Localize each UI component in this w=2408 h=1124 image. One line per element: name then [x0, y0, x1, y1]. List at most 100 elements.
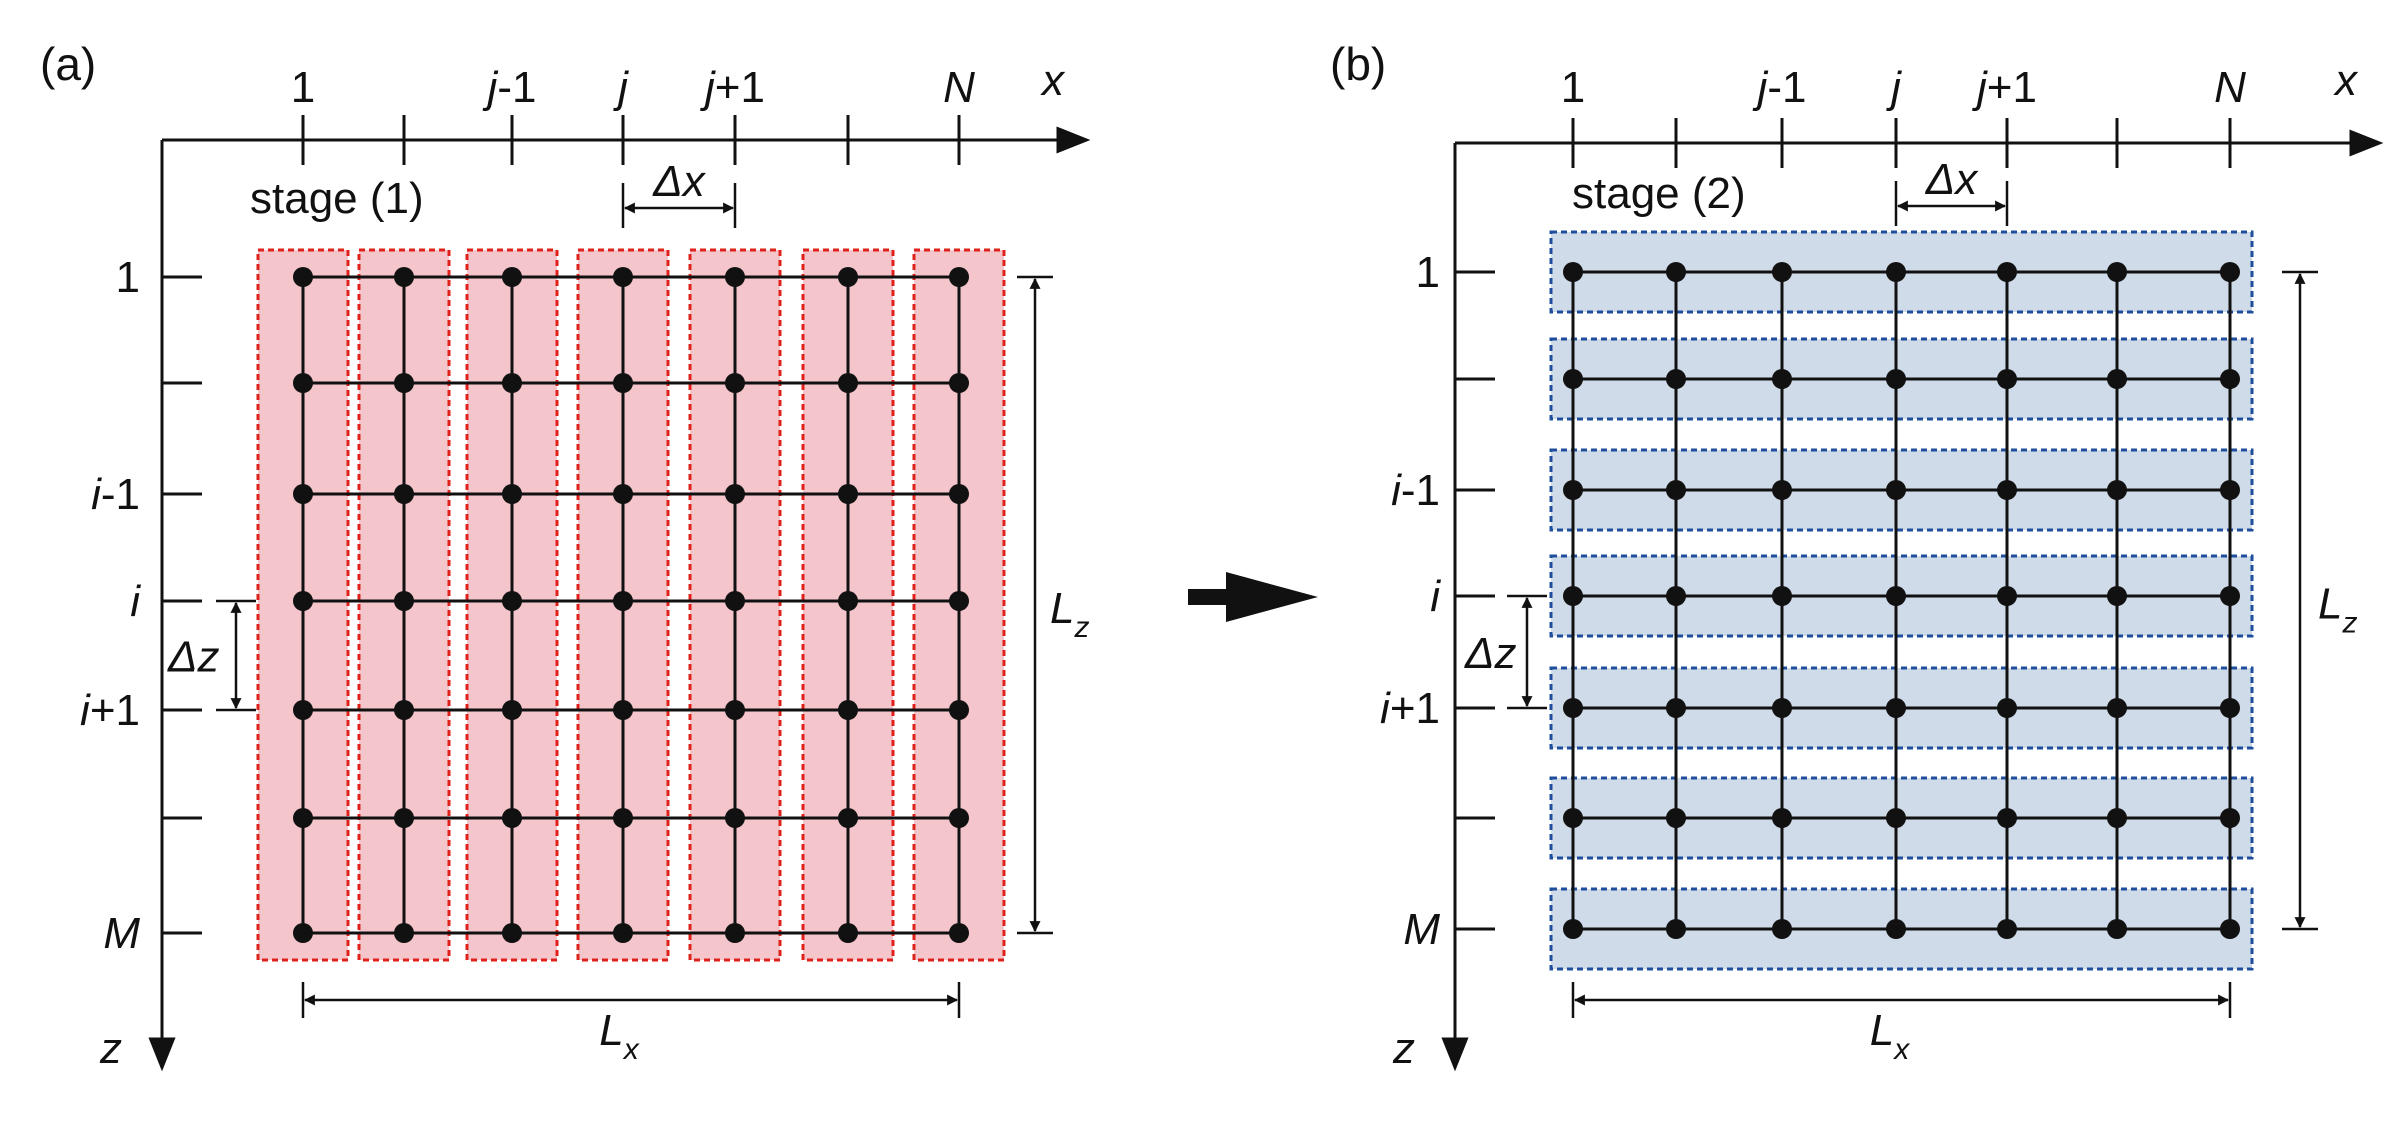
grid-nodes: [293, 267, 969, 943]
grid-node: [1563, 808, 1583, 828]
z-tick-label: M: [103, 909, 140, 958]
grid-node: [1666, 369, 1686, 389]
grid-node: [949, 267, 969, 287]
grid-node: [293, 923, 313, 943]
grid-node: [949, 373, 969, 393]
grid-node: [1772, 586, 1792, 606]
grid-node: [1997, 808, 2017, 828]
x-tick-label: j: [613, 63, 629, 112]
grid-node: [394, 267, 414, 287]
grid-node: [502, 373, 522, 393]
grid-node: [1666, 262, 1686, 282]
grid-node: [949, 591, 969, 611]
x-tick-label: j: [1886, 63, 1902, 112]
x-tick-label: N: [2214, 63, 2246, 112]
grid-node: [1772, 480, 1792, 500]
grid-node: [949, 700, 969, 720]
grid-node: [725, 267, 745, 287]
panel-label: (b): [1330, 38, 1386, 90]
grid-node: [502, 484, 522, 504]
grid-node: [1772, 369, 1792, 389]
z-tick-label: i-1: [1391, 466, 1440, 515]
grid-node: [1997, 698, 2017, 718]
grid-node: [293, 591, 313, 611]
grid-node: [394, 700, 414, 720]
lz-label: Lz: [1050, 584, 1089, 644]
grid-node: [1563, 262, 1583, 282]
grid-node: [293, 267, 313, 287]
grid-node: [2220, 919, 2240, 939]
dz-label: Δz: [167, 633, 220, 682]
grid-node: [838, 700, 858, 720]
x-tick-label: j+1: [700, 63, 765, 112]
stage-label: stage (1): [250, 174, 424, 223]
grid-node: [502, 700, 522, 720]
grid-node: [394, 923, 414, 943]
grid-node: [1997, 262, 2017, 282]
grid-node: [2107, 919, 2127, 939]
x-axis-label: x: [1040, 56, 1066, 105]
dz-label: Δz: [1464, 629, 1517, 678]
grid-node: [293, 373, 313, 393]
grid-node: [502, 923, 522, 943]
grid-node: [1997, 919, 2017, 939]
grid-node: [2107, 808, 2127, 828]
grid-node: [613, 923, 633, 943]
grid-node: [613, 591, 633, 611]
grid-node: [949, 923, 969, 943]
lz-label: Lz: [2318, 580, 2357, 640]
grid-node: [1666, 919, 1686, 939]
grid-node: [1886, 919, 1906, 939]
grid-node: [502, 808, 522, 828]
grid-node: [1563, 919, 1583, 939]
grid-node: [2220, 262, 2240, 282]
grid-node: [2220, 480, 2240, 500]
z-tick-label: i-1: [91, 470, 140, 519]
grid-node: [949, 484, 969, 504]
grid-node: [394, 591, 414, 611]
lx-label: Lx: [1870, 1006, 1910, 1066]
z-tick-label: M: [1403, 905, 1440, 954]
grid-node: [613, 808, 633, 828]
grid-node: [613, 373, 633, 393]
grid-node: [1666, 698, 1686, 718]
grid-node: [838, 373, 858, 393]
grid-node: [1886, 262, 1906, 282]
grid-node: [1886, 698, 1906, 718]
z-tick-label: i+1: [80, 686, 140, 735]
grid-node: [2220, 698, 2240, 718]
grid-node: [394, 484, 414, 504]
x-tick-label: 1: [291, 63, 315, 112]
grid-node: [725, 591, 745, 611]
dx-label: Δx: [1925, 155, 1980, 204]
x-axis-label: x: [2333, 56, 2359, 105]
panel-label: (a): [40, 38, 96, 90]
grid-node: [1563, 586, 1583, 606]
z-tick-label: 1: [116, 253, 140, 302]
grid-node: [2107, 586, 2127, 606]
grid-node: [1563, 369, 1583, 389]
grid-node: [394, 808, 414, 828]
grid-node: [1666, 808, 1686, 828]
grid-node: [293, 808, 313, 828]
grid-node: [1772, 919, 1792, 939]
grid-node: [1997, 369, 2017, 389]
grid-node: [613, 267, 633, 287]
stage-label: stage (2): [1572, 169, 1746, 218]
grid-node: [1886, 586, 1906, 606]
grid-node: [502, 591, 522, 611]
right-arrow-icon: [1226, 572, 1318, 622]
x-tick-label: j-1: [1753, 63, 1807, 112]
grid-node: [725, 484, 745, 504]
grid-node: [1666, 586, 1686, 606]
grid-node: [838, 808, 858, 828]
grid-node: [1886, 369, 1906, 389]
grid-node: [838, 923, 858, 943]
grid-node: [725, 700, 745, 720]
grid-node: [1666, 480, 1686, 500]
z-tick-label: i+1: [1380, 684, 1440, 733]
grid-node: [1886, 480, 1906, 500]
grid-node: [2107, 369, 2127, 389]
grid-node: [394, 373, 414, 393]
